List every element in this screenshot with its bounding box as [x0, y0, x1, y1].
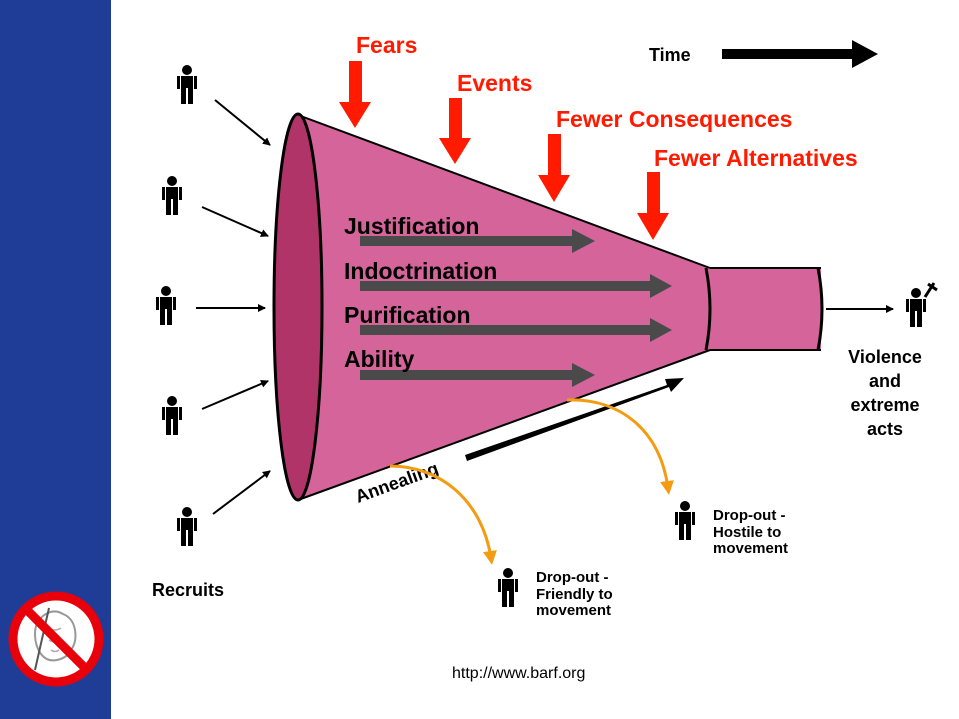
funnel-body [298, 115, 710, 500]
outcome-line-3: extreme [850, 395, 919, 415]
fewer-consequences-label: Fewer Consequences [556, 106, 792, 132]
no-sign-icon [8, 591, 104, 687]
person-icon [498, 568, 518, 607]
dropout-friendly-arrow [389, 464, 497, 565]
annealing-arrow [465, 378, 684, 461]
outcome-line-2: and [869, 371, 901, 391]
dropout-friendly-line-2: Friendly to [536, 586, 613, 603]
dropout-hostile-line-2: Hostile to [713, 524, 781, 541]
time-arrow [722, 40, 878, 68]
dropout-friendly-line-1: Drop-out - [536, 569, 608, 586]
funnel-spout-right-edge [816, 267, 824, 351]
dropout-friendly-line-3: movement [536, 602, 611, 619]
outcome-line-4: acts [867, 419, 903, 439]
time-label: Time [649, 45, 691, 65]
process-label-ability: Ability [344, 346, 414, 372]
dropout-hostile-line-3: movement [713, 540, 788, 557]
process-label-justification: Justification [344, 213, 479, 239]
person-icon [177, 507, 197, 546]
funnel-mouth [272, 112, 324, 502]
dropout-hostile-line-1: Drop-out - [713, 507, 785, 524]
funnel-spout [706, 268, 821, 350]
person-icon [162, 176, 182, 215]
process-label-purification: Purification [344, 302, 471, 328]
recruit-arrows [196, 99, 894, 515]
outcome-line-1: Violence [848, 347, 922, 367]
person-icon [177, 65, 197, 104]
recruits-label: Recruits [152, 580, 224, 600]
person-icon [162, 396, 182, 435]
dropout-hostile-arrow [566, 398, 674, 495]
source-url: http://www.barf.org [452, 665, 585, 682]
person-icon [675, 501, 695, 540]
events-label: Events [457, 70, 532, 96]
pressure-arrows [339, 61, 669, 240]
process-label-indoctrination: Indoctrination [344, 258, 497, 284]
fears-label: Fears [356, 32, 417, 58]
funnel-spout-left-edge [704, 267, 712, 351]
person-icon [156, 286, 176, 325]
fewer-alternatives-label: Fewer Alternatives [654, 145, 858, 171]
process-arrows [360, 229, 672, 387]
extremist-person-icon [906, 282, 938, 327]
